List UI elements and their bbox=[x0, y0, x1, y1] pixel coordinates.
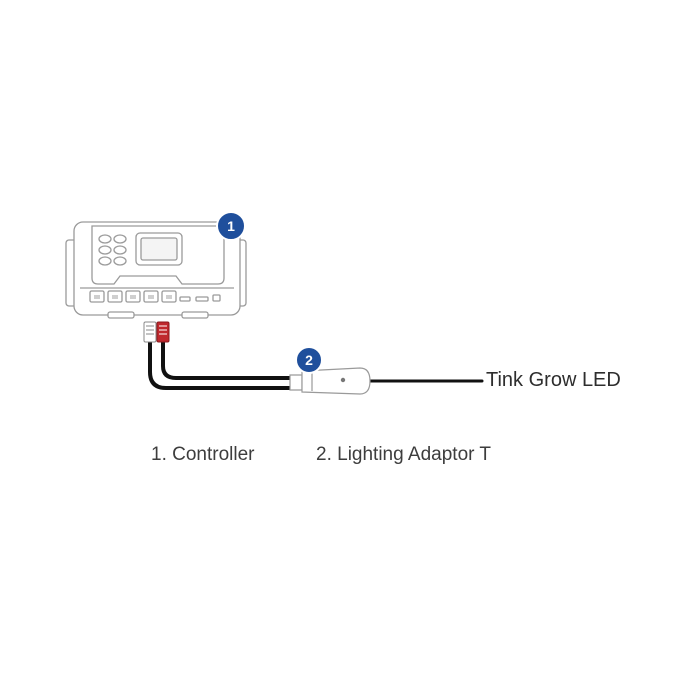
cable-left bbox=[148, 340, 302, 390]
badge-2: 2 bbox=[295, 346, 323, 374]
cable-right bbox=[161, 340, 302, 380]
lighting-adaptor bbox=[289, 367, 371, 395]
controller-device bbox=[65, 221, 247, 319]
badge-1-number: 1 bbox=[227, 218, 235, 234]
badge-2-number: 2 bbox=[305, 352, 313, 368]
rj-plugs bbox=[143, 321, 170, 343]
cables bbox=[148, 340, 484, 390]
badge-1: 1 bbox=[216, 211, 246, 241]
plug-white bbox=[143, 321, 157, 343]
controller-ports bbox=[89, 290, 221, 303]
plug-red bbox=[156, 321, 170, 343]
badge-1-circle bbox=[216, 211, 246, 241]
caption-controller: 1. Controller bbox=[151, 444, 255, 465]
controller-buttons bbox=[98, 234, 127, 266]
caption-lighting-adaptor: 2. Lighting Adaptor T bbox=[316, 444, 491, 465]
tink-grow-led-label: Tink Grow LED bbox=[486, 369, 621, 391]
badge-2-circle bbox=[295, 346, 323, 374]
